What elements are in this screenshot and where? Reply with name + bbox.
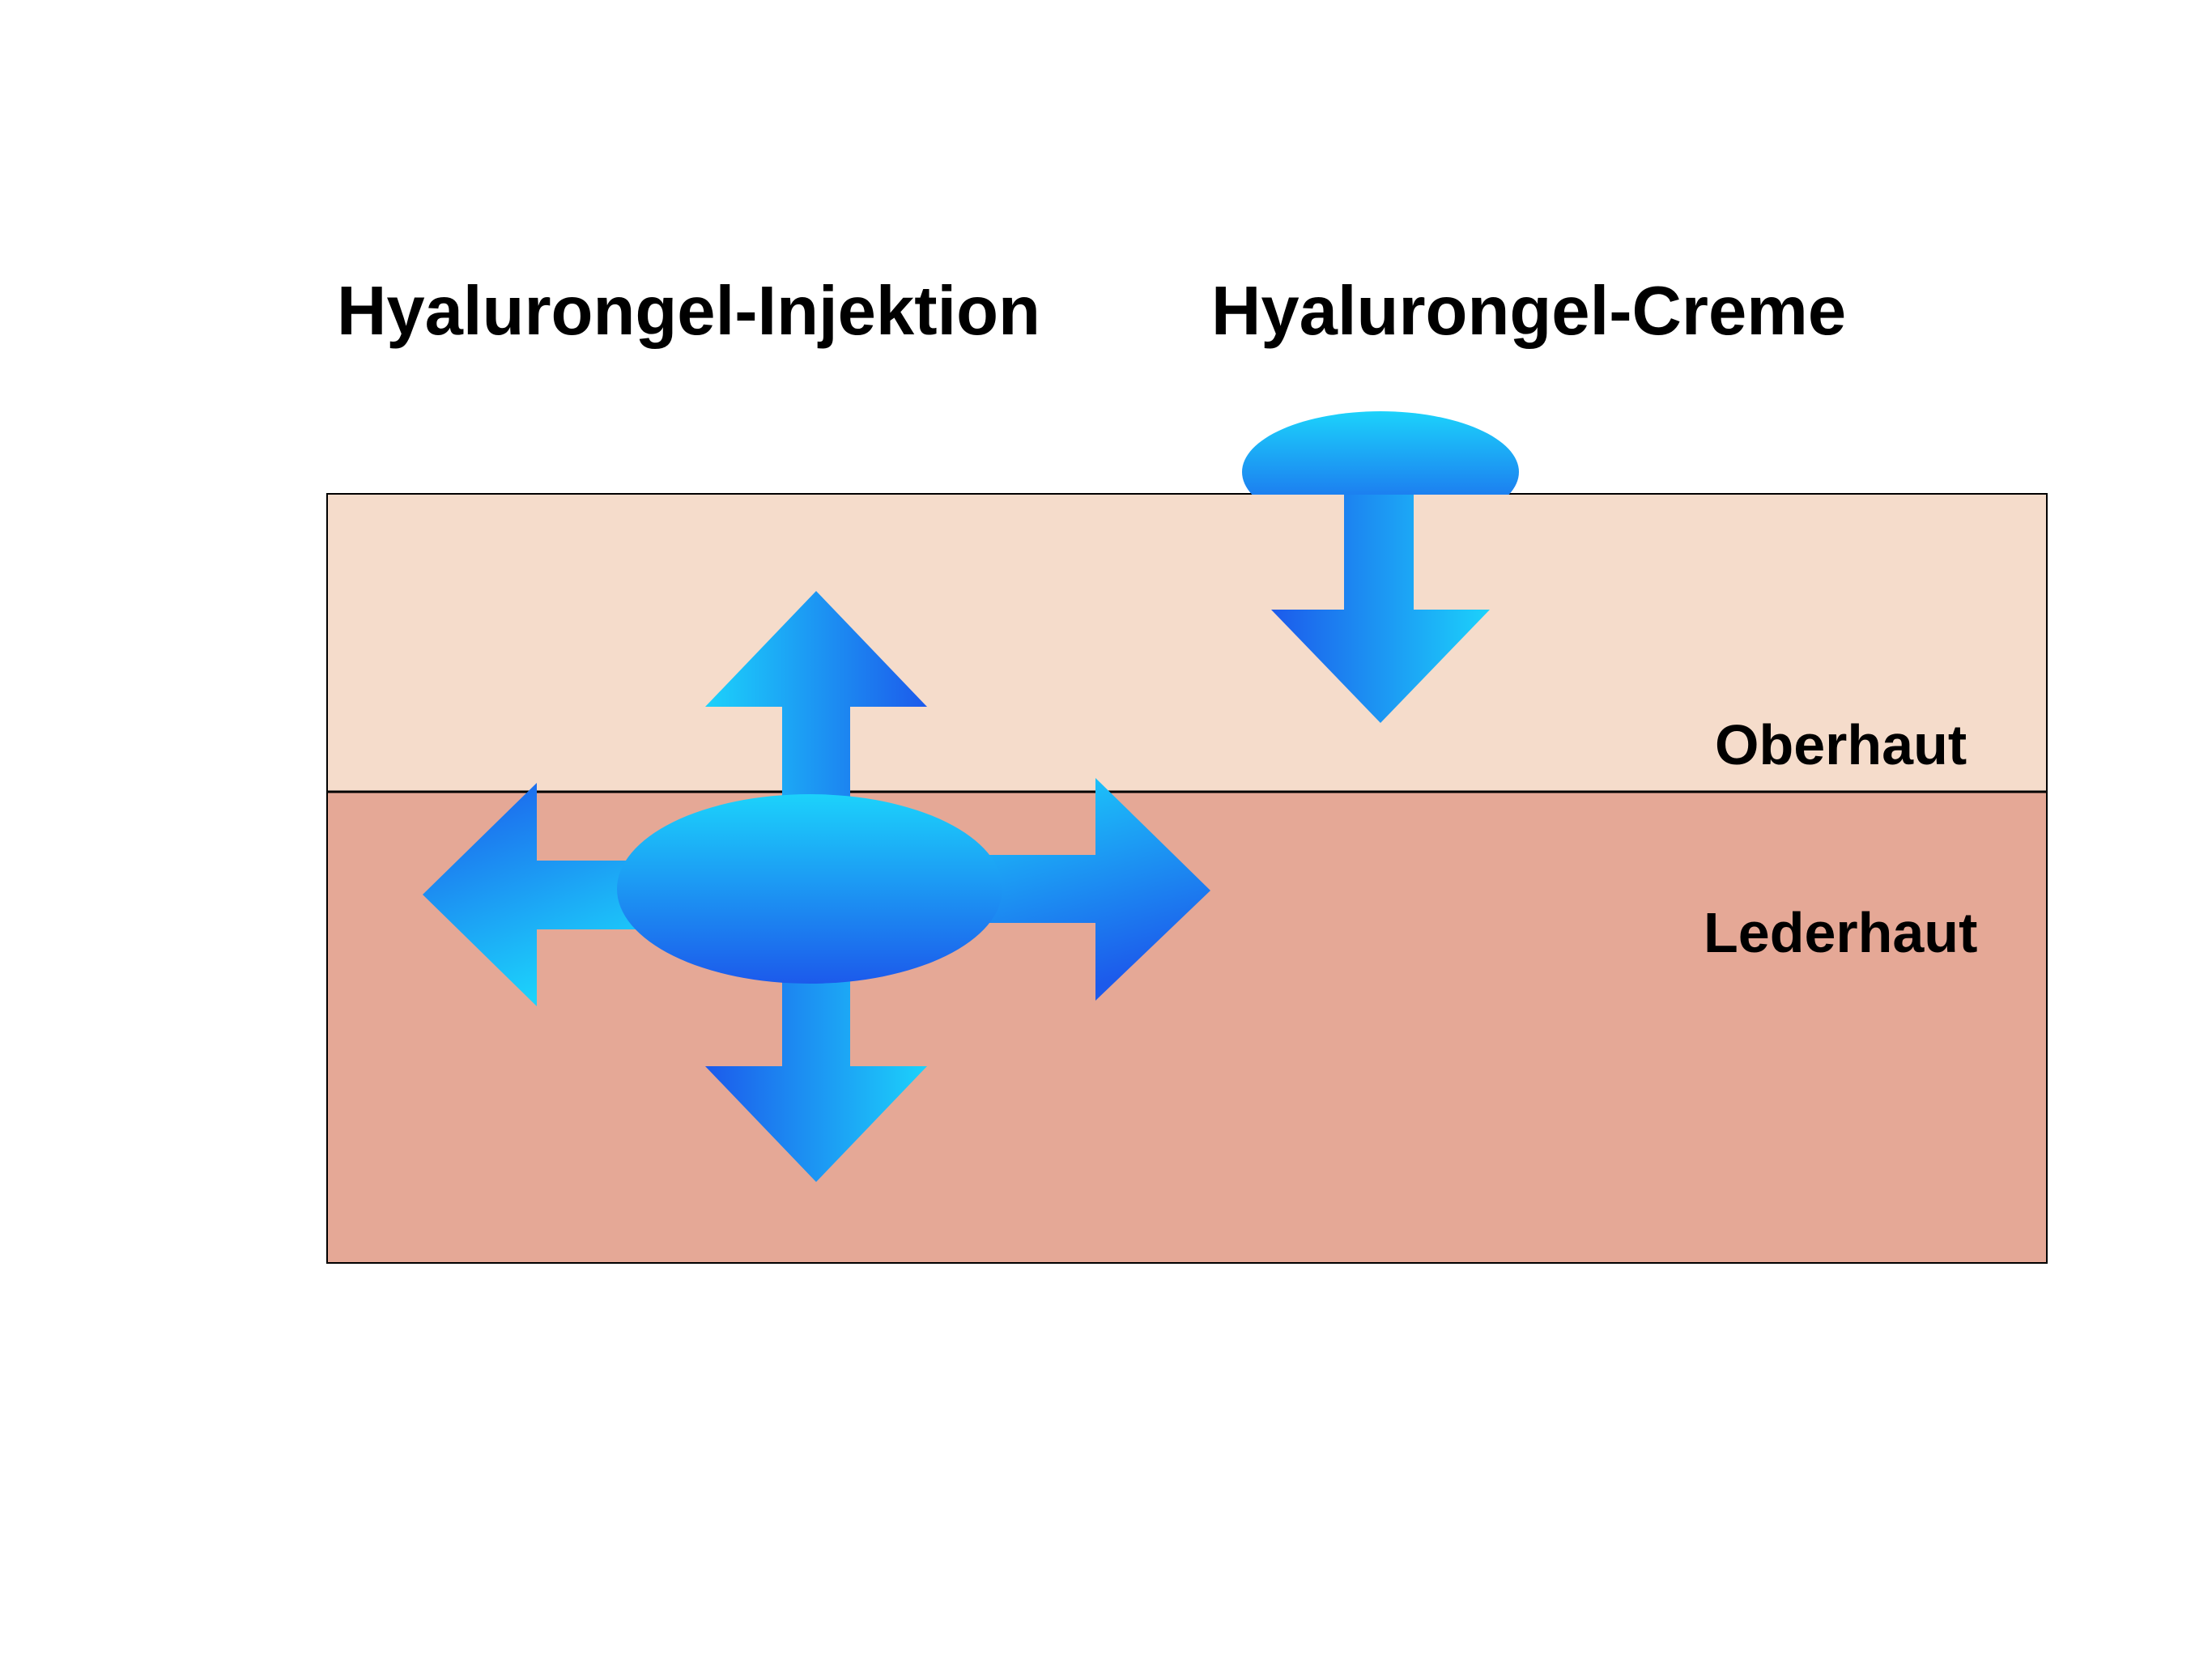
injection-arrow-right-icon [972,778,1210,1001]
injection-arrow-up-icon [705,591,927,801]
heading-cream: Hyalurongel-Creme [1211,273,1846,350]
heading-injection: Hyalurongel-Injektion [337,273,1040,350]
injection-arrow-down-icon [705,971,927,1182]
label-dermis: Lederhaut [1704,901,1977,964]
cream-arrow-down-icon [1271,495,1490,723]
injection-arrow-left-icon [423,783,648,1006]
label-epidermis: Oberhaut [1715,713,1967,776]
injection-gel-blob-icon [617,794,1002,984]
epidermis-layer [326,493,2048,793]
